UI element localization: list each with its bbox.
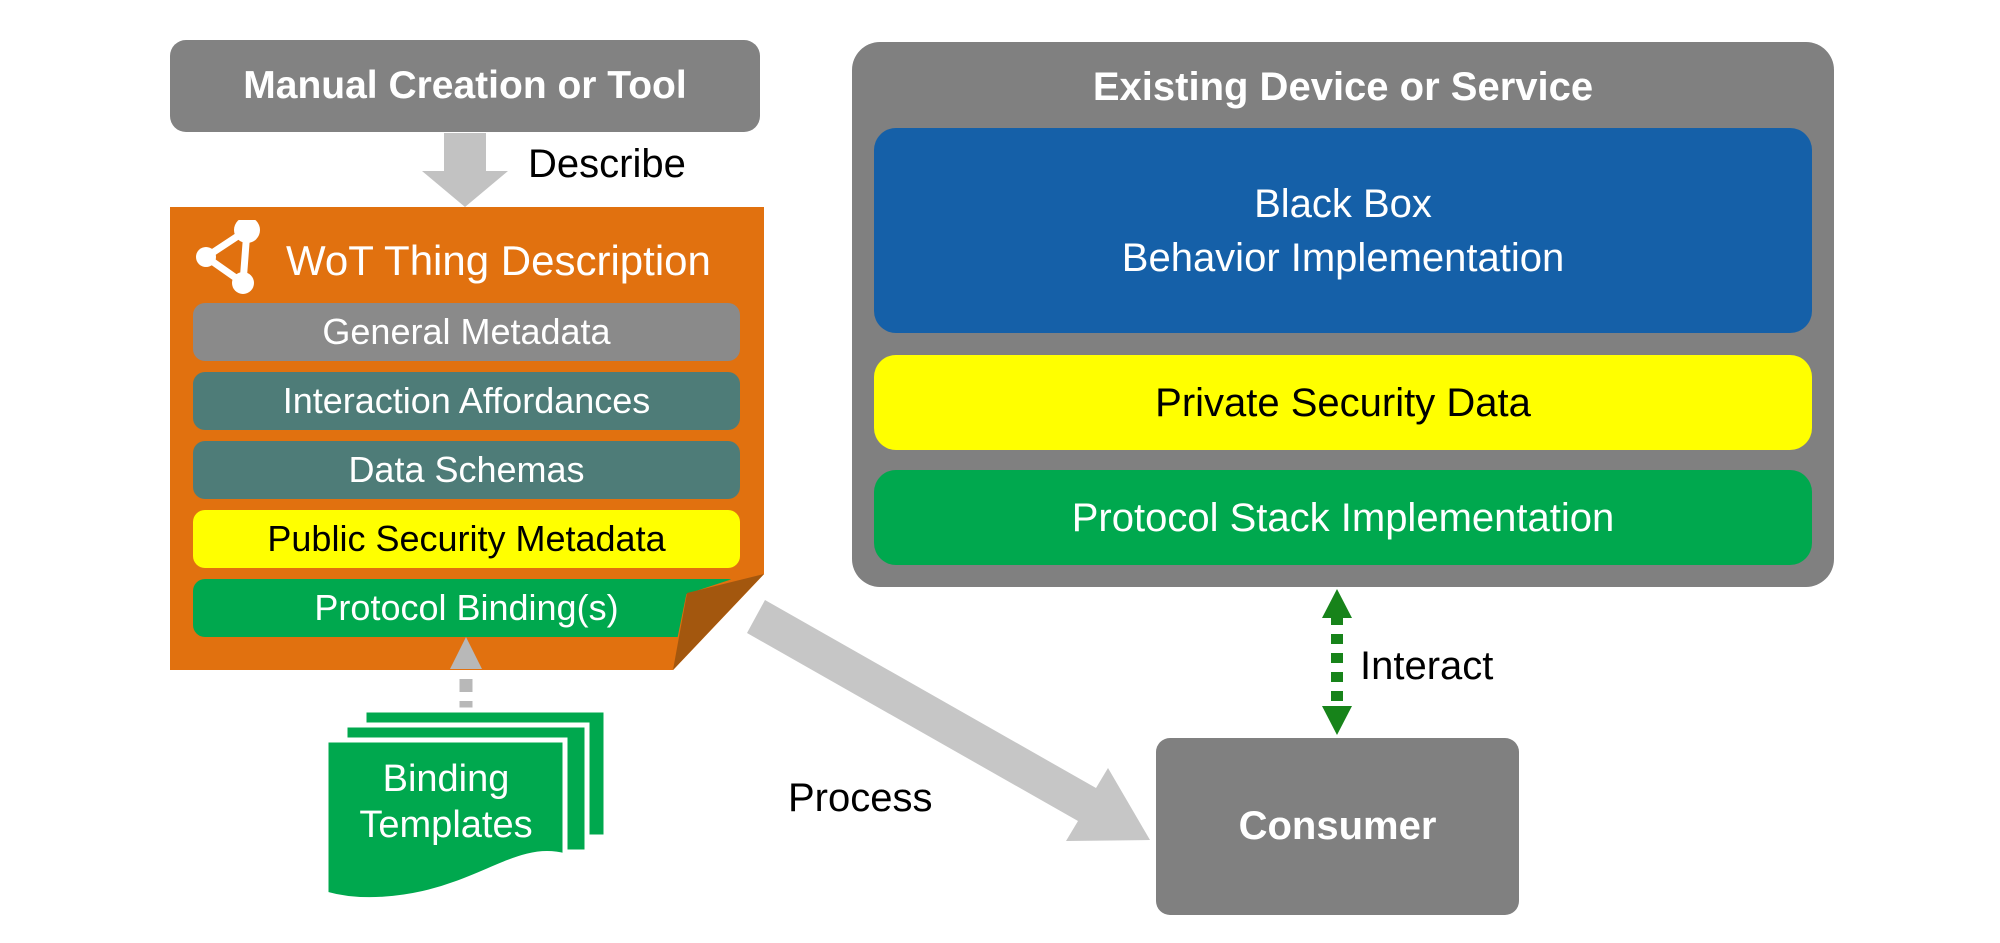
td-row-data-schemas: Data Schemas (193, 441, 740, 499)
layer-black-box-behavior: Black Box Behavior Implementation (874, 128, 1812, 333)
wot-logo-icon (196, 220, 260, 294)
interact-label: Interact (1360, 644, 1494, 688)
consumer-box: Consumer (1156, 738, 1519, 915)
describe-arrow (422, 133, 508, 207)
describe-label: Describe (528, 142, 686, 186)
existing-device-title: Existing Device or Service (852, 54, 1834, 120)
td-row-interaction-affordances: Interaction Affordances (193, 372, 740, 430)
binding-templates-label: Binding Templates (330, 756, 562, 848)
td-row-label: Data Schemas (348, 449, 585, 490)
layer-label-line1: Protocol Stack Implementation (1071, 495, 1615, 540)
manual-creation-box: Manual Creation or Tool (170, 40, 760, 132)
wot-thing-description-box: WoT Thing Description General Metadata I… (170, 207, 764, 670)
td-row-public-security-metadata: Public Security Metadata (193, 510, 740, 568)
interact-arrowhead-up (1322, 589, 1352, 618)
td-title: WoT Thing Description (286, 237, 711, 284)
td-row-label: Public Security Metadata (267, 518, 666, 559)
manual-creation-label: Manual Creation or Tool (243, 64, 687, 107)
layer-protocol-stack: Protocol Stack Implementation (874, 470, 1812, 565)
td-header: WoT Thing Description (192, 219, 742, 303)
layer-private-security-data: Private Security Data (874, 355, 1812, 450)
td-row-label: General Metadata (322, 311, 611, 352)
existing-device-title-text: Existing Device or Service (1092, 64, 1594, 109)
layer-label-line1: Black Box (1254, 181, 1432, 226)
td-row-label: Protocol Binding(s) (314, 587, 619, 628)
consumer-label: Consumer (1238, 804, 1437, 848)
layer-label-line1: Private Security Data (1155, 380, 1531, 425)
process-label: Process (788, 776, 933, 820)
td-row-label: Interaction Affordances (282, 380, 651, 421)
interact-arrow (1322, 589, 1352, 735)
binding-templates-line1: Binding (382, 758, 510, 800)
interact-arrowhead-down (1322, 706, 1352, 735)
binding-templates-line2: Templates (359, 804, 533, 846)
layer-label-line2: Behavior Implementation (1121, 235, 1565, 280)
td-row-general-metadata: General Metadata (193, 303, 740, 361)
td-row-protocol-bindings: Protocol Binding(s) (193, 579, 733, 637)
